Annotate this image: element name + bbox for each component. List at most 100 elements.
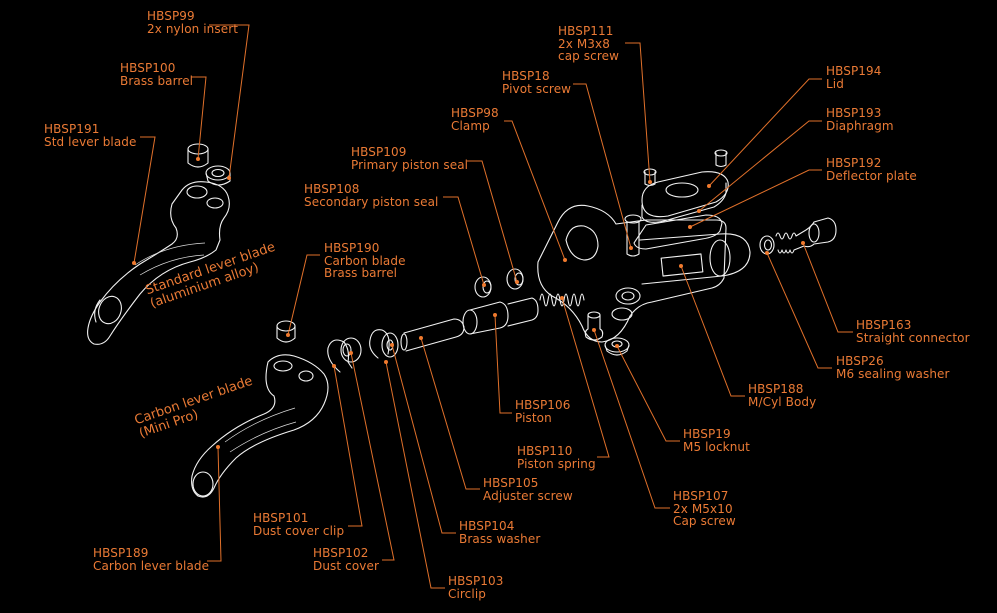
part-description: Brass barrel [324,266,398,280]
leader-dot-hbsp192 [688,225,692,229]
part-code: HBSP102 [313,546,369,560]
leader-line-hbsp106 [494,314,512,414]
part-code: HBSP194 [826,64,882,78]
standard-lever-blade-part [87,181,230,345]
leader-dot-hbsp100 [196,157,200,161]
part-code: HBSP105 [483,476,539,490]
part-description: Carbon blade [324,253,406,268]
leader-line-hbsp193 [698,120,822,212]
leader-dot-hbsp191 [132,261,136,265]
reservoir-cap-part [633,171,729,250]
leader-dot-hbsp105 [419,336,423,340]
dust-cover-clip-part [327,339,353,373]
leader-dot-hbsp26 [765,251,769,255]
part-description: Lid [826,76,844,91]
leader-line-hbsp102 [350,352,395,561]
leader-line-hbsp103 [385,361,445,589]
part-description: Diaphragm [826,118,894,133]
carbon-brass-barrel-part [276,320,296,343]
part-code: HBSP100 [120,61,176,75]
part-description: Carbon lever blade [93,558,210,573]
leader-line-hbsp192 [689,169,822,228]
part-description: Cap screw [673,514,736,528]
pivot-screw-part [624,214,642,257]
part-code: HBSP106 [515,398,571,412]
part-code: HBSP192 [826,156,882,170]
leader-dot-hbsp110 [560,296,564,300]
leader-line-hbsp194 [708,78,822,187]
part-description: Deflector plate [826,168,917,183]
leader-dot-hbsp109 [515,280,519,284]
part-code: HBSP26 [836,354,884,368]
primary-piston-seal-part [506,268,524,290]
part-description: cap screw [558,49,619,63]
part-code: HBSP108 [304,182,360,196]
leader-dot-hbsp106 [493,313,497,317]
part-description: 2x nylon insert [147,21,239,36]
nylon-insert-part [205,165,231,186]
part-code: HBSP191 [44,122,100,136]
part-code: HBSP189 [93,546,149,560]
leader-dot-hbsp111 [648,180,652,184]
part-description: Straight connector [856,330,970,345]
leader-dot-hbsp194 [707,184,711,188]
part-description: M/Cyl Body [748,394,817,409]
part-description: Std lever blade [44,134,137,149]
leader-dot-hbsp104 [390,343,394,347]
leader-dot-hbsp102 [349,351,353,355]
part-code: HBSP190 [324,241,380,255]
part-description: Dust cover [313,558,379,573]
leader-dot-hbsp99 [227,176,231,180]
leader-line-hbsp110 [561,297,610,458]
straight-connector-part [775,217,837,254]
leader-dot-hbsp98 [563,258,567,262]
part-code: HBSP193 [826,106,882,120]
part-code: HBSP188 [748,382,804,396]
leader-dot-hbsp19 [615,344,619,348]
part-description: Piston [515,410,552,425]
circlip-part [369,329,390,359]
leader-line-hbsp191 [133,136,156,264]
leader-line-hbsp188 [680,265,745,397]
leader-dot-hbsp189 [216,445,220,449]
m5-locknut-part [604,337,630,356]
leader-line-hbsp101 [333,365,363,527]
leader-dot-hbsp163 [801,241,805,245]
leader-dot-hbsp103 [384,360,388,364]
leader-line-hbsp190 [287,254,320,336]
leader-line-hbsp100 [191,76,207,160]
part-description: Dust cover clip [253,523,345,538]
secondary-piston-seal-part [474,276,492,298]
part-description: 2x M5x10 [673,501,733,516]
part-description: Pivot screw [502,81,572,96]
part-code: HBSP18 [502,69,550,83]
part-code: HBSP107 [673,489,729,503]
master-cylinder-body-part [537,204,751,343]
leader-dot-hbsp108 [482,283,486,287]
part-code: HBSP19 [683,427,731,441]
leader-line-hbsp189 [207,446,222,562]
piston-part [462,297,539,335]
part-description: Circlip [448,586,486,601]
carbon-lever-blade-part [191,354,329,498]
part-code: HBSP101 [253,511,309,525]
part-code: HBSP111 [558,24,614,38]
leader-line-hbsp104 [391,344,456,534]
part-description: M6 sealing washer [836,366,950,381]
part-description: Primary piston seal [351,157,469,172]
leader-line-hbsp111 [625,42,651,183]
m5-cap-screw-part [584,311,604,341]
part-description: M5 locknut [683,439,750,454]
